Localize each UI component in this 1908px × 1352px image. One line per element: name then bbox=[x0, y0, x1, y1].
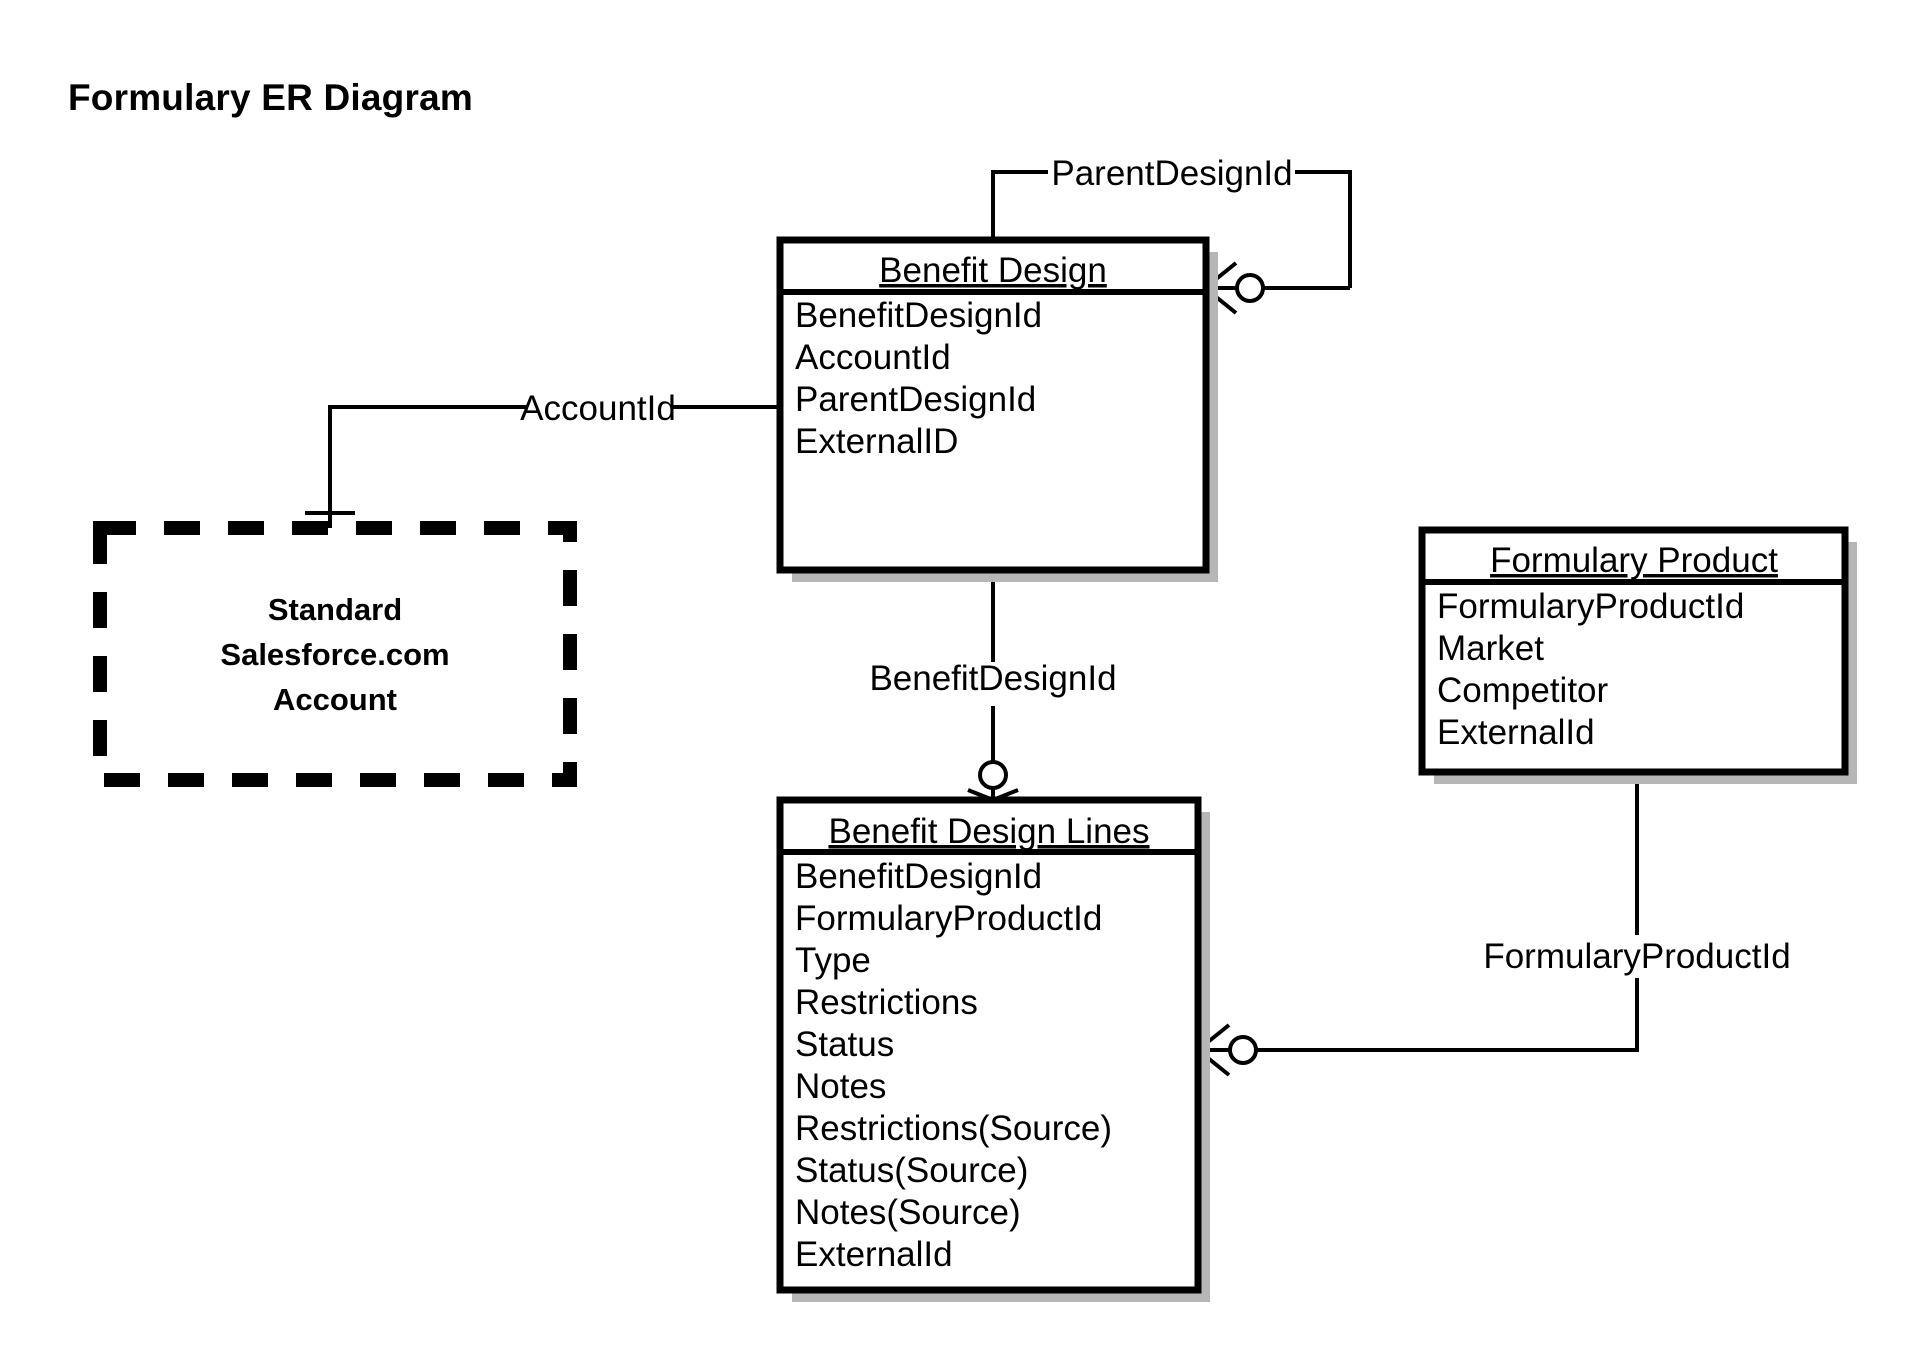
entity-formulary-product-body bbox=[1422, 530, 1845, 772]
entity-benefit-design-lines-attr-7: Status(Source) bbox=[795, 1151, 1028, 1190]
cardinality-zero-or-many-bdl bbox=[967, 760, 1019, 802]
entity-formulary-product-title: Formulary Product bbox=[1490, 541, 1778, 580]
entity-benefit-design-lines-attr-2: Type bbox=[795, 941, 871, 980]
rel-fp-line-lower bbox=[1248, 978, 1639, 1052]
entity-standard-salesforce-account-border bbox=[93, 521, 577, 787]
rel-benefit-design-lines-label: BenefitDesignId bbox=[869, 659, 1116, 698]
entity-benefit-design-title: Benefit Design bbox=[879, 251, 1107, 290]
entity-formulary-product[interactable]: Formulary Product FormularyProductId Mar… bbox=[1418, 526, 1857, 784]
page-title: Formulary ER Diagram bbox=[68, 77, 473, 118]
relationship-benefit-design-lines: BenefitDesignId bbox=[869, 570, 1117, 802]
relationship-account: AccountId bbox=[305, 389, 780, 528]
entity-formulary-product-attr-2: Competitor bbox=[1437, 671, 1609, 710]
entity-benefit-design-lines-attr-9: ExternalId bbox=[795, 1235, 953, 1274]
rel-formulary-product-label: FormularyProductId bbox=[1483, 937, 1790, 976]
entity-benefit-design-lines-title: Benefit Design Lines bbox=[828, 812, 1149, 851]
entity-formulary-product-border bbox=[1418, 526, 1849, 776]
entity-benefit-design-attr-3: ExternalID bbox=[795, 422, 958, 461]
entity-benefit-design-attr-1: AccountId bbox=[795, 338, 951, 377]
entity-benefit-design[interactable]: Benefit Design BenefitDesignId AccountId… bbox=[776, 236, 1218, 582]
entity-formulary-product-attr-3: ExternalId bbox=[1437, 713, 1595, 752]
entity-benefit-design-lines-attr-3: Restrictions bbox=[795, 983, 978, 1022]
entity-benefit-design-lines-body bbox=[780, 800, 1198, 1290]
entity-benefit-design-attr-0: BenefitDesignId bbox=[795, 296, 1042, 335]
entity-benefit-design-border bbox=[776, 236, 1210, 574]
rel-account-label: AccountId bbox=[520, 389, 676, 428]
entity-benefit-design-lines-attr-0: BenefitDesignId bbox=[795, 857, 1042, 896]
entity-benefit-design-lines-attr-5: Notes bbox=[795, 1067, 886, 1106]
entity-benefit-design-lines-border bbox=[776, 796, 1202, 1294]
rel-account-line-left bbox=[328, 405, 528, 528]
entity-benefit-design-lines-attr-1: FormularyProductId bbox=[795, 899, 1102, 938]
entity-benefit-design-lines-attr-4: Status bbox=[795, 1025, 894, 1064]
entity-benefit-design-lines-attr-6: Restrictions(Source) bbox=[795, 1109, 1112, 1148]
entity-formulary-product-attr-1: Market bbox=[1437, 629, 1544, 668]
rel-parent-design-line-right bbox=[1295, 170, 1352, 288]
relationship-formulary-product: FormularyProductId bbox=[1196, 772, 1791, 1077]
entity-benefit-design-lines-attr-8: Notes(Source) bbox=[795, 1193, 1021, 1232]
entity-standard-salesforce-account-line-1: Salesforce.com bbox=[220, 637, 449, 672]
entity-standard-salesforce-account[interactable]: Standard Salesforce.com Account bbox=[93, 521, 577, 787]
entity-benefit-design-lines[interactable]: Benefit Design Lines BenefitDesignId For… bbox=[776, 796, 1210, 1302]
rel-parent-design-label: ParentDesignId bbox=[1051, 154, 1292, 193]
entity-formulary-product-attr-0: FormularyProductId bbox=[1437, 587, 1744, 626]
entity-benefit-design-attr-2: ParentDesignId bbox=[795, 380, 1036, 419]
entity-standard-salesforce-account-line-2: Account bbox=[273, 682, 397, 717]
rel-parent-design-line-left bbox=[991, 170, 1048, 240]
entity-standard-salesforce-account-line-0: Standard bbox=[268, 592, 402, 627]
